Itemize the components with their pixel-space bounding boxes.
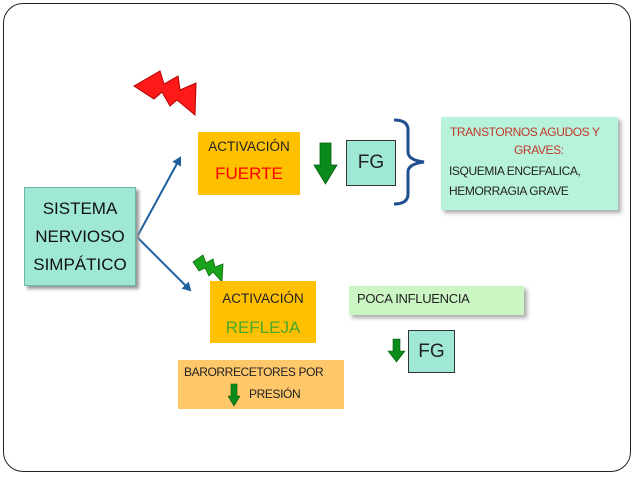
barorrecetores-line-2: PRESIÓN: [249, 387, 301, 401]
fg-bottom-down-arrow-icon: [387, 338, 406, 363]
activacion-refleja-box: ACTIVACIÓN REFLEJA: [210, 281, 316, 343]
arrow-to-activacion-fuerte: [136, 156, 182, 238]
fg-top-box: FG: [346, 140, 396, 186]
fg-bottom-box: FG: [408, 330, 455, 373]
sistema-line-1: SISTEMA: [42, 198, 118, 218]
trastornos-line-4: HEMORRAGIA GRAVE: [449, 184, 569, 198]
activacion-fuerte-box: ACTIVACIÓN FUERTE: [198, 132, 300, 195]
trastornos-box: TRANSTORNOS AGUDOS Y GRAVES: ISQUEMIA EN…: [441, 117, 618, 210]
fg-top-down-arrow-icon: [313, 142, 338, 185]
brace-icon: [393, 118, 425, 206]
trastornos-line-3: ISQUEMIA ENCEFALICA,: [449, 164, 581, 178]
activacion-refleja-label: ACTIVACIÓN: [222, 291, 304, 306]
sistema-line-3: SIMPÁTICO: [33, 254, 127, 274]
barorrecetores-line-1: BARORRECETORES POR: [184, 365, 324, 379]
trastornos-title-line-2: GRAVES:: [514, 143, 564, 157]
red-lightning-bolt-icon: [133, 70, 197, 117]
sistema-nervioso-simpatico-box: SISTEMA NERVIOSO SIMPÁTICO: [24, 187, 136, 286]
green-lightning-bolt-icon: [192, 254, 224, 283]
trastornos-title-line-1: TRANSTORNOS AGUDOS Y: [450, 125, 600, 139]
poca-influencia-box: POCA INFLUENCIA: [349, 286, 524, 315]
sistema-line-2: NERVIOSO: [35, 226, 125, 246]
activacion-fuerte-label: ACTIVACIÓN: [208, 139, 290, 154]
barorrecetores-box: BARORRECETORES POR PRESIÓN: [178, 360, 344, 409]
presion-down-arrow-icon: [228, 383, 240, 407]
activacion-fuerte-value: FUERTE: [215, 164, 283, 183]
activacion-refleja-value: REFLEJA: [225, 318, 301, 337]
arrow-to-activacion-refleja: [136, 236, 192, 292]
